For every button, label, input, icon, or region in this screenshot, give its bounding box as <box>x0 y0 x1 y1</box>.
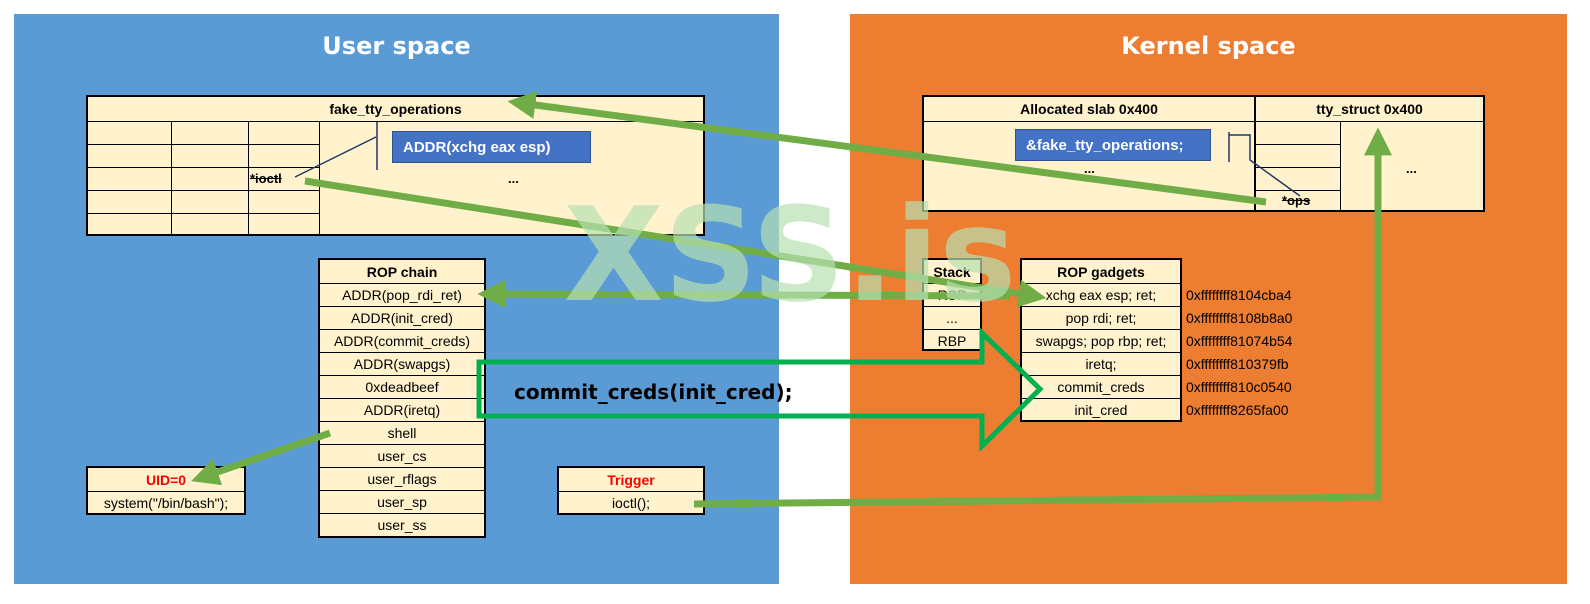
ops-pointer-label: *ops <box>1282 193 1311 208</box>
trigger-box: Trigger ioctl(); <box>557 466 705 515</box>
gadget-address: 0xffffffff8104cba4 <box>1186 287 1292 303</box>
rop-chain-row: user_ss <box>320 513 484 536</box>
rop-chain-row: ADDR(commit_creds) <box>320 329 484 352</box>
gadget-address: 0xffffffff81074b54 <box>1186 333 1293 349</box>
tty-struct-ellipsis: ... <box>1406 161 1417 176</box>
rop-chain-row: shell <box>320 421 484 444</box>
uid-header: UID=0 <box>145 471 187 488</box>
rop-chain-row: ADDR(pop_rdi_ret) <box>320 283 484 306</box>
rop-chain-row: ADDR(swapgs) <box>320 352 484 375</box>
stack-row: RBP <box>924 329 980 351</box>
rop-gadgets-header: ROP gadgets <box>1057 263 1145 280</box>
rop-gadget-row: pop rdi; ret; <box>1022 306 1180 329</box>
fake-tty-operations-box: fake_tty_operations *ioctl ... <box>86 95 705 236</box>
rop-gadgets-box: ROP gadgets xchg eax esp; ret; pop rdi; … <box>1020 258 1182 422</box>
rop-chain-row: user_cs <box>320 444 484 467</box>
rop-chain-box: ROP chain ADDR(pop_rdi_ret) ADDR(init_cr… <box>318 258 486 538</box>
stack-box: Stack RSP ... RBP <box>922 258 982 351</box>
uid-body: system("/bin/bash"); <box>88 491 244 513</box>
rsp-to-rop-chain-arrow <box>477 280 1011 309</box>
rop-gadget-row: commit_creds <box>1022 375 1180 398</box>
rop-chain-row: ADDR(iretq) <box>320 398 484 421</box>
gadget-address: 0xffffffff8265fa00 <box>1186 402 1289 418</box>
stack-header: Stack <box>933 263 971 280</box>
commit-creds-label: commit_creds(init_cred); <box>514 380 793 404</box>
rop-gadget-row: swapgs; pop rbp; ret; <box>1022 329 1180 352</box>
tty-struct-header: tty_struct 0x400 <box>1316 101 1423 117</box>
stack-row: ... <box>924 306 980 329</box>
rop-gadget-row: init_cred <box>1022 398 1180 420</box>
rop-chain-row: 0xdeadbeef <box>320 375 484 398</box>
ioctl-pointer-line <box>294 136 377 178</box>
slab-ellipsis: ... <box>1084 161 1095 176</box>
ioctl-pointer-label: *ioctl <box>250 171 282 186</box>
gadget-address: 0xffffffff810379fb <box>1186 356 1289 372</box>
kernel-space-title: Kernel space <box>1121 32 1296 60</box>
rop-gadget-row: iretq; <box>1022 352 1180 375</box>
fake-tty-ellipsis: ... <box>508 171 519 186</box>
fake-tty-ops-address-box: &fake_tty_operations; <box>1015 129 1211 161</box>
trigger-header: Trigger <box>607 471 655 488</box>
addr-xchg-box: ADDR(xchg eax esp) <box>392 131 591 163</box>
fake-tty-operations-header: fake_tty_operations <box>329 101 462 117</box>
ops-to-fake-tty-arrow <box>507 91 1267 206</box>
shell-to-uid-arrow <box>191 429 332 486</box>
trigger-body: ioctl(); <box>559 491 703 513</box>
ioctl-to-xchg-arrow <box>304 177 1047 308</box>
rop-gadget-row: xchg eax esp; ret; <box>1022 283 1180 306</box>
ops-pointer-line <box>1229 134 1301 197</box>
allocated-slab-header: Allocated slab 0x400 <box>1020 101 1158 117</box>
user-space-title: User space <box>322 32 471 60</box>
rop-chain-row: ADDR(init_cred) <box>320 306 484 329</box>
rop-chain-header: ROP chain <box>366 263 438 280</box>
gadget-address: 0xffffffff8108b8a0 <box>1186 310 1293 326</box>
rop-chain-row: user_sp <box>320 490 484 513</box>
rop-chain-row: user_rflags <box>320 467 484 490</box>
gadget-address: 0xffffffff810c0540 <box>1186 379 1292 395</box>
trigger-to-tty-struct-arrow <box>693 127 1392 508</box>
watermark-text: XSS.is <box>564 179 1017 331</box>
commit-creds-hollow-arrow <box>476 327 1044 452</box>
